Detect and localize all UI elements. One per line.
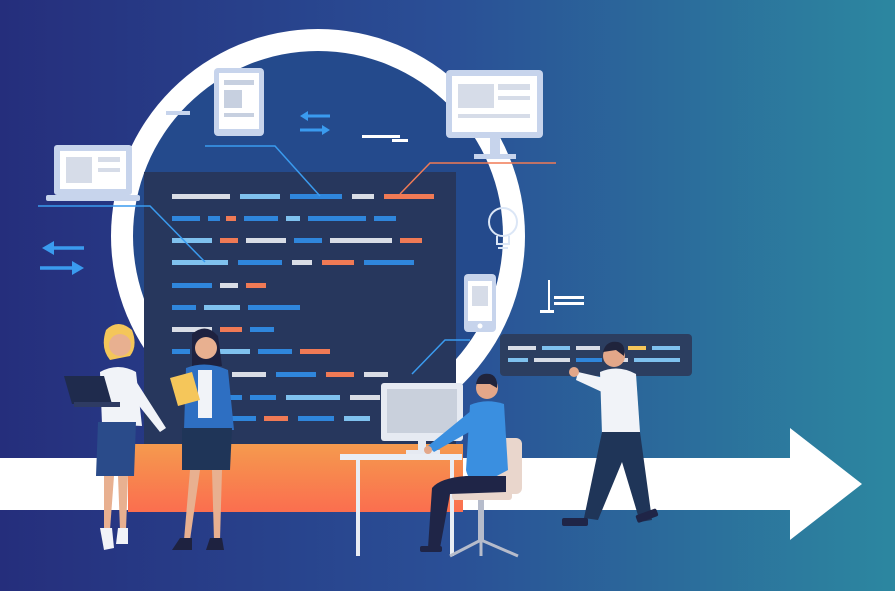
decorative-dashes	[166, 111, 584, 313]
man-presenting	[562, 341, 659, 526]
swap-arrows-icon	[40, 241, 84, 275]
code-lines	[172, 194, 434, 421]
swap-arrows-icon	[300, 111, 330, 135]
smartphone-icon	[464, 274, 496, 332]
floating-code-panel	[500, 334, 692, 376]
connector-lines	[38, 145, 556, 375]
woman-with-laptop	[64, 324, 166, 550]
lightbulb-icon	[488, 207, 518, 249]
man-at-desk	[420, 373, 508, 552]
woman-with-tablet	[170, 328, 234, 550]
desk	[340, 454, 462, 556]
tablet-icon	[214, 68, 264, 136]
laptop-icon	[46, 145, 140, 201]
desktop-monitor-icon	[446, 70, 543, 159]
desktop-monitor	[381, 383, 463, 454]
